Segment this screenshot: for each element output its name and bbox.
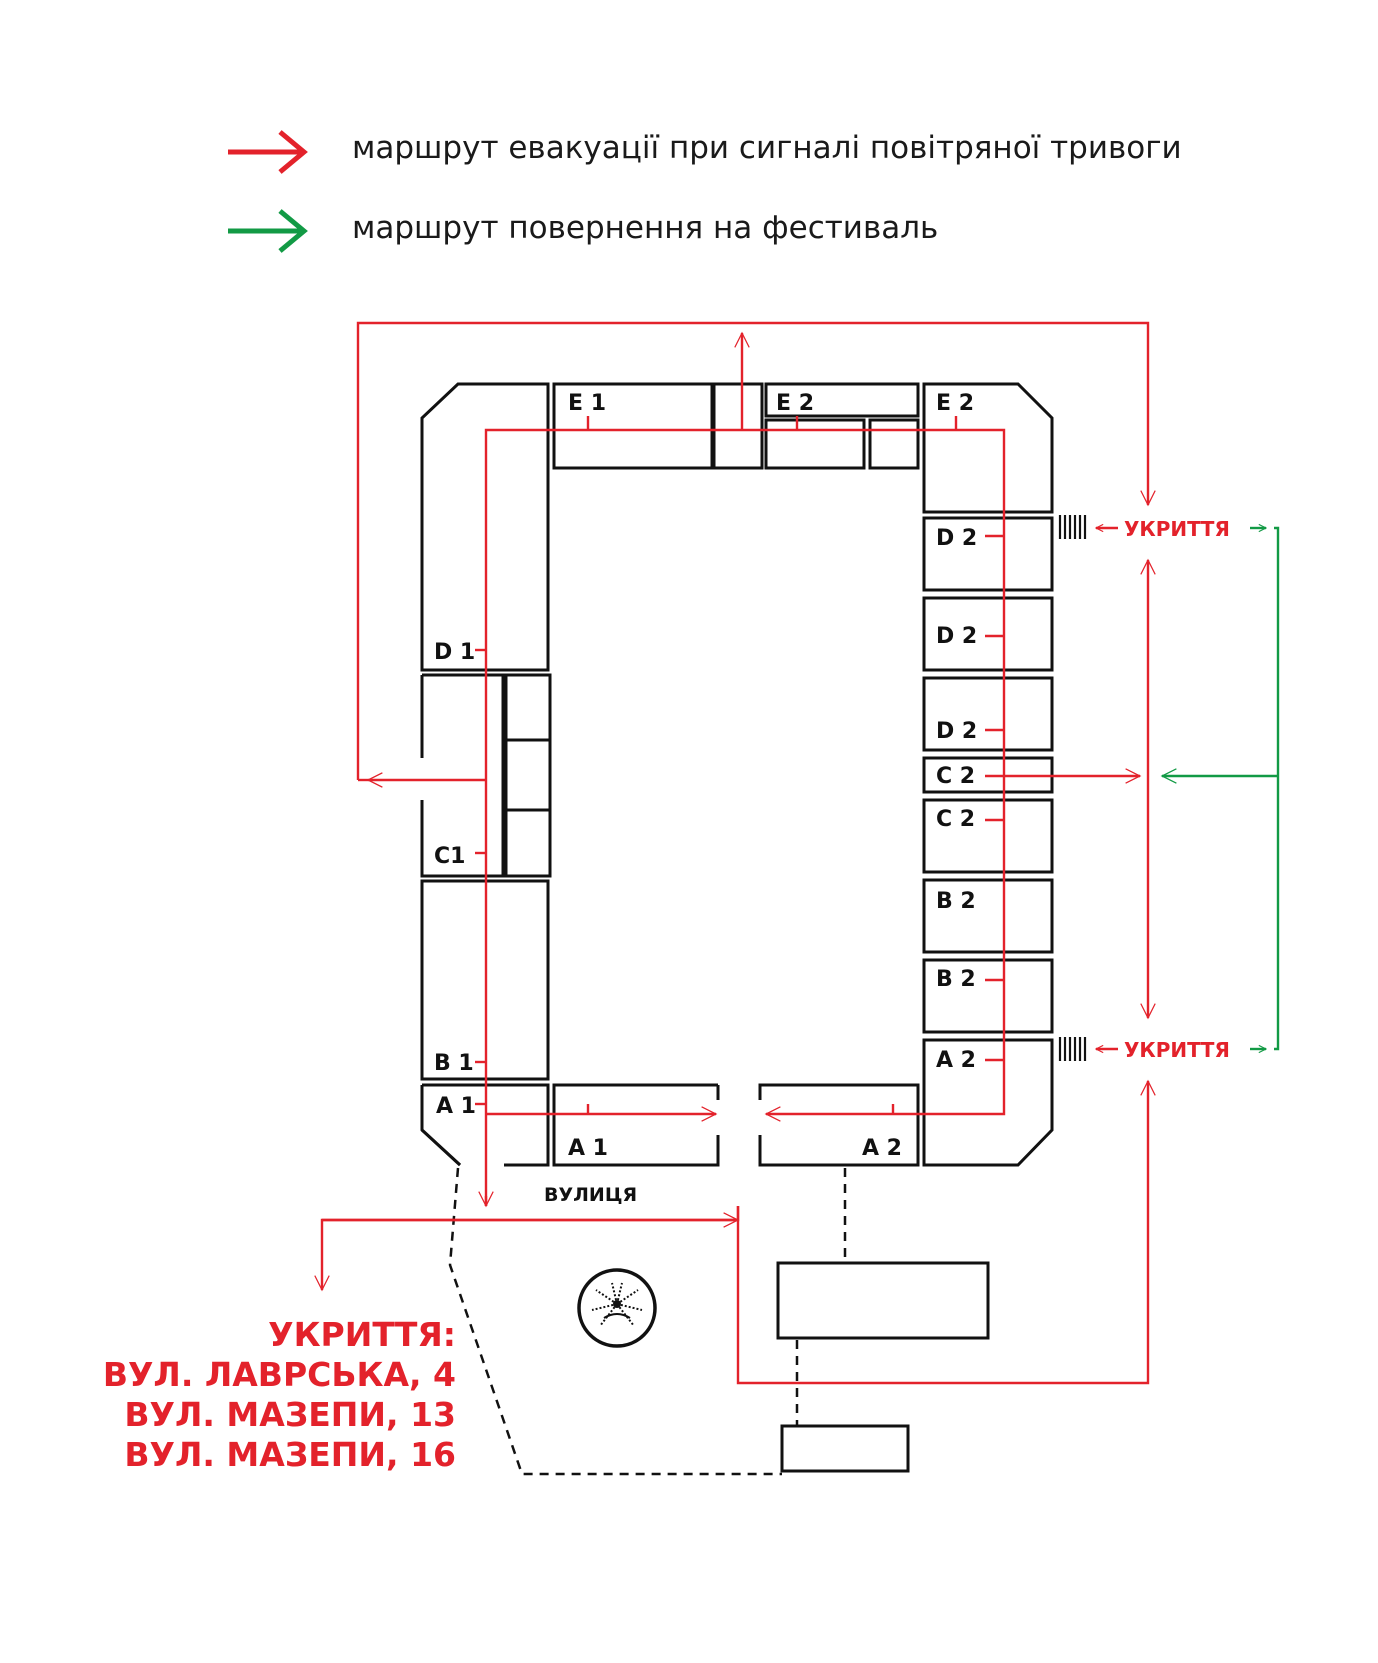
address-line-3: ВУЛ. МАЗЕПИ, 16	[124, 1435, 456, 1474]
route-return-spine	[1274, 526, 1280, 1051]
block-c1	[420, 673, 505, 878]
label-b2-1: B 2	[936, 889, 976, 914]
block-passage	[712, 382, 764, 470]
label-b1: B 1	[434, 1051, 474, 1076]
evacuation-arrow-icon	[228, 130, 308, 174]
label-d2-2: D 2	[936, 624, 977, 649]
shelter-top-label: УКРИТТЯ	[1124, 517, 1230, 541]
legend: маршрут евакуації при сигналі повітряної…	[228, 130, 1182, 253]
block-c1-stall-1	[504, 673, 552, 742]
block-a2-corner	[922, 1038, 1054, 1167]
label-c2-1: C 2	[936, 764, 975, 789]
label-a1-bottom: A 1	[568, 1136, 608, 1161]
return-arrow-icon	[228, 209, 308, 253]
block-e2-sub-1	[764, 418, 866, 470]
street-label: ВУЛИЦЯ	[544, 1184, 637, 1206]
shelter-addresses: УКРИТТЯ: ВУЛ. ЛАВРСЬКА, 4 ВУЛ. МАЗЕПИ, 1…	[103, 1315, 456, 1474]
address-line-2: ВУЛ. МАЗЕПИ, 13	[124, 1395, 456, 1434]
block-a1-corner-edge	[420, 1085, 462, 1167]
stairs-icon	[1058, 515, 1087, 539]
annex-box-1	[776, 1261, 990, 1340]
block-b2-2	[922, 958, 1054, 1034]
legend-evacuation-label: маршрут евакуації при сигналі повітряної…	[352, 130, 1182, 166]
annex-box-2	[780, 1424, 910, 1473]
route-street-west	[314, 1206, 740, 1292]
label-d2-3: D 2	[936, 719, 977, 744]
label-e2-top: E 2	[776, 391, 814, 416]
label-e2-corner: E 2	[936, 391, 974, 416]
block-d2-1	[922, 516, 1054, 592]
label-a2-right: A 2	[936, 1048, 976, 1073]
walkway-3	[448, 1167, 782, 1476]
block-e2-sub-2	[868, 418, 920, 470]
label-e1: E 1	[568, 391, 606, 416]
addresses-title: УКРИТТЯ:	[268, 1315, 456, 1354]
spider-logo-icon	[577, 1268, 657, 1348]
route-outer-top	[356, 321, 1156, 780]
stairs-icon	[1058, 1037, 1087, 1061]
block-a1-bottom	[552, 1083, 720, 1167]
block-a2-bottom	[758, 1083, 920, 1167]
block-c1-stall-3	[504, 808, 552, 878]
block-e1	[552, 382, 714, 470]
block-e2-top	[764, 382, 920, 418]
label-a2-bottom: A 2	[862, 1136, 902, 1161]
block-b2-1	[922, 878, 1054, 954]
address-line-1: ВУЛ. ЛАВРСЬКА, 4	[103, 1355, 456, 1394]
shelter-bottom-label: УКРИТТЯ	[1124, 1038, 1230, 1062]
block-d2-3	[922, 676, 1054, 752]
route-bottom-loop	[736, 1079, 1156, 1385]
label-a1-left: A 1	[436, 1094, 476, 1119]
dashed-walkways	[448, 1167, 847, 1476]
label-c1: C1	[434, 844, 465, 869]
block-d2-2	[922, 596, 1054, 672]
block-c2-2	[922, 798, 1054, 874]
label-c2-2: C 2	[936, 807, 975, 832]
block-c1-stall-2	[504, 738, 552, 812]
label-d1: D 1	[434, 640, 475, 665]
legend-return-label: маршрут повернення на фестиваль	[352, 210, 938, 246]
block-e2-corner	[922, 382, 1054, 514]
block-labels: E 1 E 2 E 2 D 1 C1 B 1 A 1 A 1 D 2 D 2 D…	[434, 391, 977, 1161]
label-b2-2: B 2	[936, 967, 976, 992]
route-inner-loop	[484, 428, 1006, 1206]
evacuation-routes	[314, 321, 1156, 1385]
return-routes	[1160, 526, 1280, 1051]
label-d2-1: D 2	[936, 526, 977, 551]
